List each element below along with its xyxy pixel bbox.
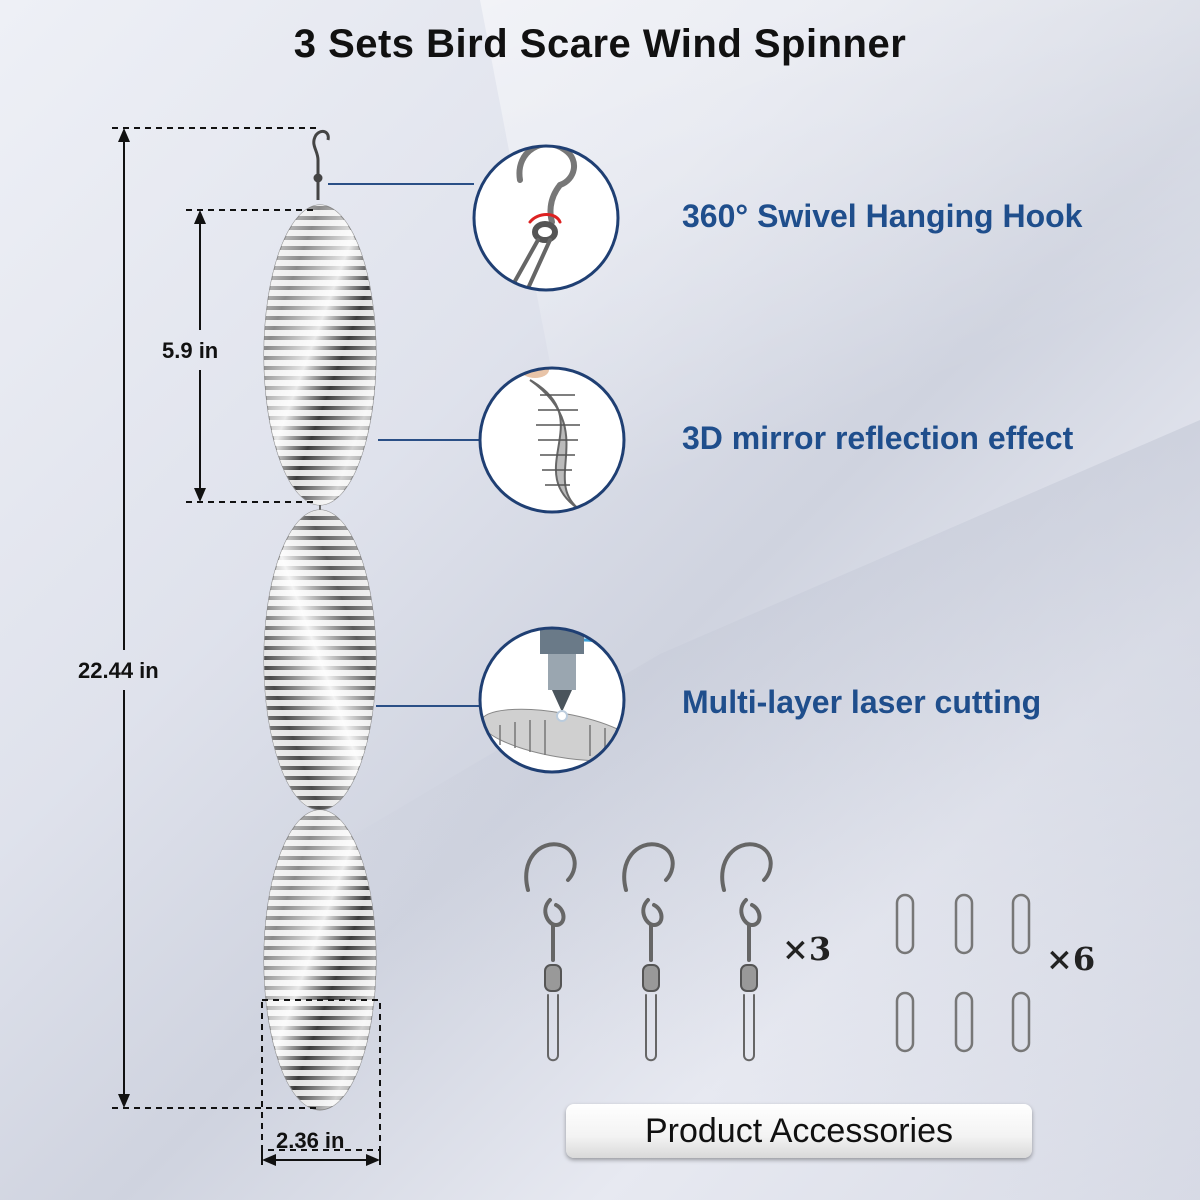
page-title: 3 Sets Bird Scare Wind Spinner: [293, 22, 907, 66]
feature-label-mirror: 3D mirror reflection effect: [682, 420, 1074, 456]
clips-quantity: ×6: [1046, 940, 1096, 978]
spinner-blade-1: [263, 204, 377, 506]
clip-2: [954, 893, 974, 955]
feature-label-swivel-hook: 360° Swivel Hanging Hook: [682, 198, 1083, 234]
top-hook: [312, 129, 330, 200]
spinner-blade-2: [263, 509, 377, 811]
swivel-hook-icon: [472, 144, 620, 292]
clip-1: [895, 893, 915, 955]
clip-3: [1011, 893, 1031, 955]
product-accessories-label: Product Accessories: [566, 1104, 1032, 1158]
accessory-clips: [895, 893, 1031, 1053]
laser-cutter-icon: [478, 626, 626, 774]
blade-width-label: 2.36 in: [276, 1128, 345, 1153]
mirror-spinner-icon: [478, 366, 626, 514]
blade-length-dimension: [186, 209, 318, 503]
blade-width-dimension: [261, 999, 381, 1166]
accessory-hook-2: [622, 842, 675, 1062]
blade-length-label: 5.9 in: [162, 338, 219, 363]
clip-6: [1011, 991, 1031, 1053]
accessory-hooks: [524, 842, 773, 1062]
feature-label-laser: Multi-layer laser cutting: [682, 684, 1042, 720]
clip-4: [895, 991, 915, 1053]
total-length-dimension: [112, 127, 318, 1109]
accessory-hook-3: [720, 842, 773, 1062]
total-length-label: 22.44 in: [78, 658, 159, 683]
spinner-blade-3: [263, 809, 377, 1111]
accessory-hook-1: [524, 842, 577, 1062]
hooks-quantity: ×3: [782, 930, 832, 968]
clip-5: [954, 991, 974, 1053]
